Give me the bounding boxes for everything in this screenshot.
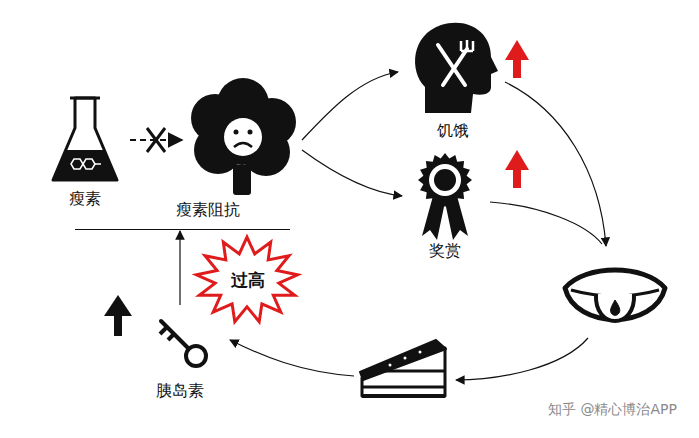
- flask-icon-part: [70, 97, 100, 100]
- blocked-arrow-part: [147, 128, 165, 152]
- ribbon-icon-part: [429, 164, 461, 196]
- icon-label: 瘦素: [69, 189, 101, 208]
- flow-arrows-part: [490, 202, 602, 244]
- starburst: 过高: [195, 236, 300, 324]
- blocked-arrow-part: [147, 128, 165, 152]
- band-label: 瘦素阻抗: [176, 200, 240, 219]
- cake-icon-part: [419, 351, 422, 354]
- brain-icon: [191, 78, 296, 195]
- brain-icon-part: [212, 105, 272, 165]
- increase-arrow: [505, 40, 529, 188]
- flask-icon-part: [95, 163, 101, 165]
- watermark: 知乎 @精心博治APP: [548, 401, 677, 419]
- icon-label: 饥饿: [437, 121, 469, 140]
- increase-arrow-part: [104, 295, 132, 316]
- flask-icon: 瘦素: [45, 88, 125, 208]
- head-icon: 饥饿: [405, 15, 500, 140]
- resistance-band: 瘦素阻抗: [75, 200, 290, 230]
- brain-icon-part: [224, 118, 262, 156]
- ribbon-icon: 奖赏: [410, 150, 480, 260]
- cake-icon-part: [389, 364, 392, 367]
- brain-icon-part: [233, 165, 251, 195]
- brain-icon-part: [248, 130, 253, 135]
- cake-icon-part: [404, 357, 407, 360]
- key-icon-part: [168, 334, 174, 340]
- increase-arrow-part: [513, 168, 521, 188]
- cake-icon-part: [385, 370, 445, 373]
- ribbon-icon-part: [418, 153, 472, 207]
- connector-arrow: [179, 231, 180, 305]
- flask-icon-part: [71, 159, 83, 169]
- head-icon-part: [461, 40, 473, 51]
- brain-icon-part: [234, 143, 252, 147]
- cake-icon: [360, 340, 446, 396]
- flask-icon-part: [83, 159, 95, 169]
- ribbon-icon-part: [434, 169, 456, 191]
- flow-arrows-part: [302, 72, 398, 140]
- cake-icon-part: [362, 394, 445, 398]
- blocked-arrow: [130, 128, 182, 152]
- icon-label: 胰岛素: [156, 381, 204, 400]
- icon-label: 奖赏: [429, 241, 461, 260]
- starburst-part: [196, 237, 297, 321]
- cake-icon-part: [360, 340, 446, 380]
- increase-arrow-part: [505, 150, 529, 170]
- increase-arrow-part: [114, 314, 122, 336]
- mouth-icon-part: [596, 294, 634, 321]
- flow-arrows-part: [302, 150, 402, 196]
- cake-icon-part: [362, 386, 445, 389]
- key-icon: 胰岛素: [135, 305, 225, 400]
- head-icon-part: [443, 49, 467, 85]
- flow-arrows: [230, 72, 606, 380]
- flow-arrows-part: [505, 82, 606, 246]
- increase-arrow: [104, 295, 132, 336]
- flow-arrows-part: [230, 340, 354, 376]
- flask-icon-part: [53, 150, 117, 180]
- mouth-icon: [565, 270, 665, 321]
- warning-text: 过高: [231, 270, 265, 290]
- key-icon-part: [160, 327, 167, 334]
- key-icon-part: [161, 321, 189, 349]
- increase-arrow-part: [505, 40, 529, 60]
- brain-icon-part: [234, 130, 239, 135]
- flask-icon-part: [53, 98, 117, 180]
- flow-arrows-part: [456, 338, 588, 380]
- head-icon-part: [415, 23, 498, 113]
- increase-arrow-part: [513, 58, 521, 78]
- key-icon-part: [186, 346, 206, 366]
- mouth-icon-part: [611, 300, 620, 315]
